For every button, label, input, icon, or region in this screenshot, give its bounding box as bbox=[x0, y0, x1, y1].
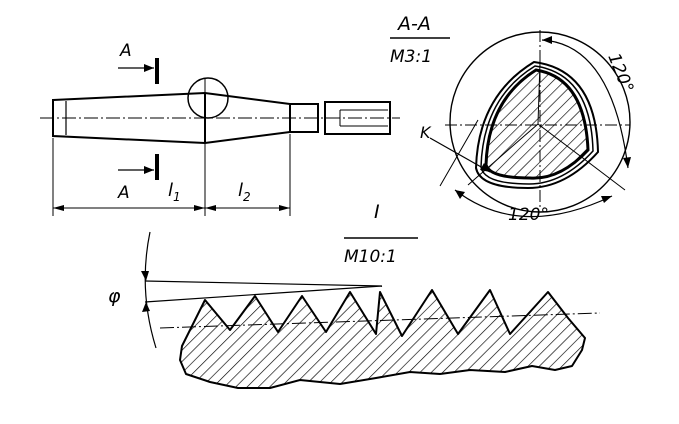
phi-arrow-2 bbox=[142, 302, 150, 312]
thread-pitch-line bbox=[159, 312, 601, 329]
section-label-a-top: A bbox=[119, 41, 132, 61]
detail-circle-I bbox=[187, 77, 229, 119]
angle-arc-top-arrow-2 bbox=[623, 157, 631, 168]
triangle-hatched bbox=[484, 68, 590, 180]
triangle-mid bbox=[480, 65, 594, 185]
taper-line bbox=[144, 285, 383, 303]
dim-arrow-2 bbox=[194, 205, 205, 211]
phi-label: φ bbox=[108, 285, 121, 307]
k-arrow bbox=[480, 163, 490, 172]
k-leader-2 bbox=[439, 119, 479, 187]
k-label: K bbox=[420, 123, 432, 142]
section-arrowhead-top bbox=[144, 64, 154, 72]
shaft-body bbox=[52, 91, 291, 145]
angle-arc-top-arrow-1 bbox=[542, 36, 552, 44]
detail-view: I M10:1 φ bbox=[108, 201, 601, 389]
angle-arc-top bbox=[541, 39, 629, 169]
detail-title: I bbox=[374, 201, 380, 223]
tri-radial-2 bbox=[537, 123, 626, 191]
angle-label-bottom: 120° bbox=[508, 205, 549, 225]
angle-label-top: 120° bbox=[603, 50, 637, 95]
dim-label-l2: l2 bbox=[238, 180, 251, 204]
dim-arrow-4 bbox=[279, 205, 290, 211]
dim-label-l1: l1 bbox=[168, 180, 181, 204]
angle-arc-bottom bbox=[454, 189, 613, 218]
section-scale: M3:1 bbox=[390, 47, 432, 67]
taper-ref-line bbox=[144, 280, 383, 287]
shaft-step bbox=[290, 103, 319, 133]
dim-arrow-3 bbox=[205, 205, 216, 211]
section-title: A-A bbox=[396, 13, 431, 35]
k-leader bbox=[429, 137, 491, 173]
angle-arc-bottom-arrow-2 bbox=[601, 196, 612, 203]
angle-arc-bottom-arrow-1 bbox=[455, 190, 465, 199]
section-view: A-A M3:1 120° 120° K bbox=[390, 13, 637, 225]
phi-arrow-1 bbox=[141, 271, 149, 281]
tri-radial-1 bbox=[537, 61, 541, 125]
thread-profile bbox=[179, 289, 586, 389]
tri-radial-3 bbox=[467, 123, 539, 186]
shaft-view: A A l1 l2 bbox=[40, 41, 400, 216]
detail-scale: M10:1 bbox=[344, 247, 397, 267]
shaft-tang bbox=[324, 101, 391, 135]
section-label-a-bottom: A bbox=[117, 183, 130, 203]
triangle-outer bbox=[474, 60, 600, 190]
phi-arc bbox=[144, 231, 157, 349]
section-arrowhead-bottom bbox=[144, 166, 154, 174]
dim-arrow-1 bbox=[53, 205, 64, 211]
